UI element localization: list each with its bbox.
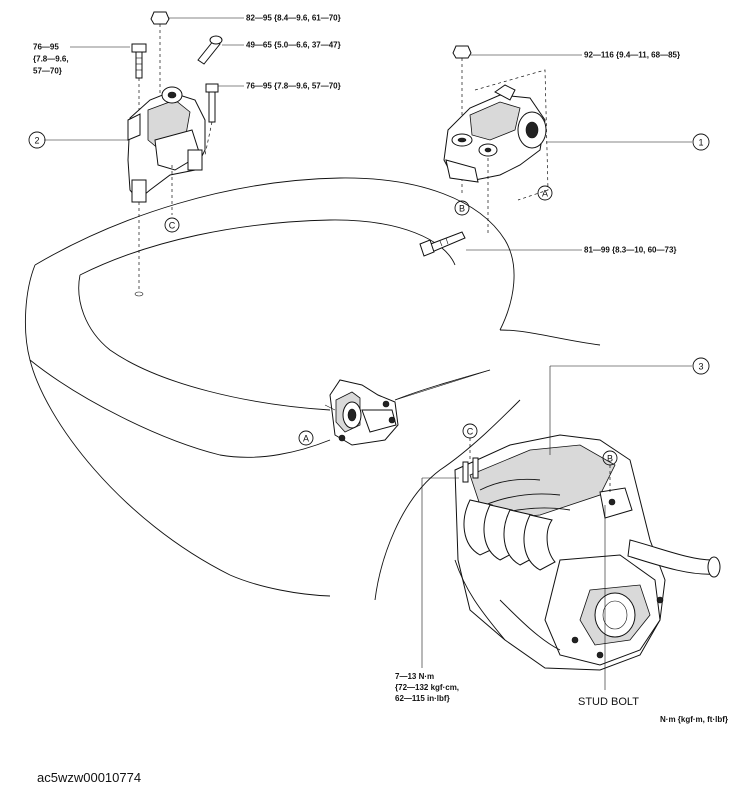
- torque-bolt-left-line1: 76—95: [33, 43, 59, 52]
- callout-c-label: C: [169, 221, 176, 231]
- torque-stud-bolt-line2: {72—132 kgf·cm,: [395, 683, 459, 692]
- callout-c-label-2: C: [467, 427, 474, 437]
- torque-bolt-mount1-long: 81—99 {8.3—10, 60—73}: [584, 246, 677, 255]
- torque-bolt-top-center: 82—95 {8.4—9.6, 61—70}: [246, 14, 341, 23]
- units-note: N·m {kgf·m, ft·lbf}: [660, 715, 728, 724]
- callout-3: 3: [692, 357, 710, 375]
- torque-bolt-left-line3: 57—70}: [33, 67, 62, 76]
- vehicle-body-outline: [24, 177, 601, 601]
- torque-bolt-right-small: 76—95 {7.8—9.6, 57—70}: [246, 82, 341, 91]
- torque-stud-bolt-line1: 7—13 N·m: [395, 672, 434, 681]
- callout-2: 2: [28, 131, 46, 149]
- stud-bolt-label: STUD BOLT: [578, 696, 639, 708]
- callout-b-label: B: [459, 204, 465, 214]
- torque-stud-bolt-line3: 62—115 in·lbf}: [395, 694, 450, 703]
- leader-lines: [44, 17, 692, 690]
- torque-bolt-mount1-top: 92—116 {9.4—11, 68—85}: [584, 51, 680, 60]
- callout-1: 1: [692, 133, 710, 151]
- callout-3-label: 3: [698, 362, 703, 372]
- engine-mount-no1: [419, 45, 549, 257]
- callout-1-label: 1: [698, 138, 703, 148]
- callout-a-mount1: A: [537, 185, 553, 201]
- engine-mount-in-vehicle: [324, 369, 491, 446]
- torque-bolt-left-line2: {7.8—9.6,: [33, 55, 69, 64]
- callout-2-label: 2: [34, 136, 39, 146]
- callout-c-engine: C: [462, 423, 478, 439]
- callout-b-label-2: B: [607, 454, 613, 464]
- callout-a-label-2: A: [303, 434, 309, 444]
- callout-c-mount2: C: [164, 217, 180, 233]
- callout-b-engine: B: [602, 450, 618, 466]
- engine-mount-no2: [127, 11, 223, 297]
- torque-bolt-angled: 49—65 {5.0—6.6, 37—47}: [246, 41, 341, 50]
- figure-code: ac5wzw00010774: [37, 770, 141, 785]
- callout-a-label: A: [542, 189, 548, 199]
- callout-b-mount1: B: [454, 200, 470, 216]
- engine-assembly: [454, 434, 721, 671]
- callout-a-vehicle: A: [298, 430, 314, 446]
